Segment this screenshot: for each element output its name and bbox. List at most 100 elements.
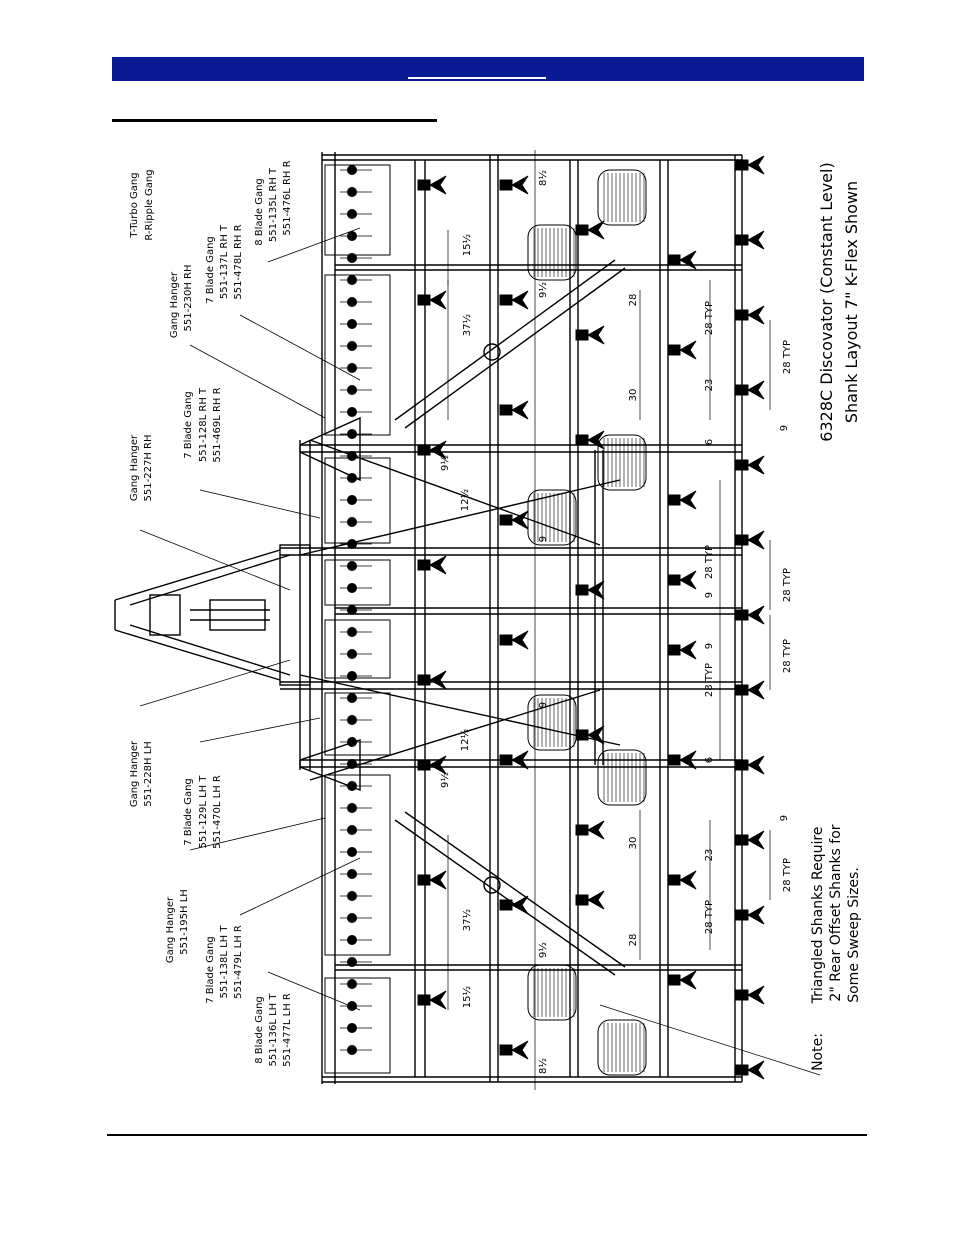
- svg-text:Gang Hanger: Gang Hanger: [165, 896, 176, 963]
- tires: [527, 169, 647, 1076]
- callout-rh-7blade-b: 7 Blade Gang 551-128L RH T 551-469L RH R: [183, 387, 223, 463]
- svg-text:551-136L LH T: 551-136L LH T: [268, 993, 279, 1067]
- svg-text:551-129L LH T: 551-129L LH T: [198, 775, 209, 849]
- shank-sweep: [735, 1060, 765, 1080]
- svg-text:551-138L LH T: 551-138L LH T: [219, 925, 230, 999]
- shank-sweep: [417, 290, 447, 310]
- svg-text:551-478L RH R: 551-478L RH R: [233, 224, 244, 299]
- title-line-2: Shank Layout 7" K-Flex Shown: [842, 181, 861, 423]
- dim-6-top: 6: [704, 439, 715, 445]
- dim-9half-mid-top: 9½: [439, 455, 451, 471]
- machine-frame: [114, 152, 743, 1084]
- callouts: T-Turbo Gang R-Ripple Gang 8 Blade Gang …: [129, 160, 293, 1066]
- dim-15half-bot: 15½: [461, 985, 473, 1008]
- tire-treads: [533, 173, 645, 1072]
- shank-sweep: [575, 220, 605, 240]
- shank-sweep: [575, 580, 605, 600]
- shank-sweep: [735, 230, 765, 250]
- shank-sweep: [499, 1040, 529, 1060]
- dim-30-bot: 30: [628, 837, 639, 850]
- svg-text:7 Blade Gang: 7 Blade Gang: [183, 778, 194, 846]
- shank-sweep: [499, 895, 529, 915]
- callout-lh-hanger-b: Gang Hanger 551-195H LH: [165, 889, 190, 963]
- dim-28typ-a: 28 TYP: [704, 301, 715, 335]
- svg-text:8 Blade Gang: 8 Blade Gang: [254, 178, 265, 246]
- shank-sweep: [735, 680, 765, 700]
- dim-28typ-g: 28 TYP: [782, 858, 793, 892]
- dim-12half-top: 12½: [459, 488, 471, 511]
- shank-sweep: [499, 290, 529, 310]
- svg-text:551-469L RH R: 551-469L RH R: [212, 387, 223, 462]
- dim-9half-bot: 9½: [537, 942, 549, 958]
- svg-text:551-477L LH R: 551-477L LH R: [282, 993, 293, 1067]
- callout-rh-hanger-b: Gang Hanger 551-227H RH: [129, 434, 154, 502]
- svg-text:551-470L LH R: 551-470L LH R: [212, 775, 223, 849]
- dim-28typ-f: 28 TYP: [704, 663, 715, 697]
- footer-rule: [107, 1134, 867, 1136]
- svg-text:551-227H RH: 551-227H RH: [143, 435, 154, 502]
- shank-sweep: [667, 490, 697, 510]
- dim-9half-top: 9½: [537, 282, 549, 298]
- shank-sweep: [667, 750, 697, 770]
- shank-sweep: [575, 820, 605, 840]
- shank-sweep: [417, 870, 447, 890]
- shank-sweep: [667, 870, 697, 890]
- svg-text:R-Ripple Gang: R-Ripple Gang: [144, 169, 155, 240]
- shank-sweep: [499, 175, 529, 195]
- dim-9-c2: 9: [704, 592, 715, 598]
- dim-23-top: 23: [704, 379, 715, 392]
- svg-text:551-137L RH T: 551-137L RH T: [219, 224, 230, 299]
- svg-text:551-195H LH: 551-195H LH: [179, 889, 190, 955]
- shank-sweep: [417, 440, 447, 460]
- shank-sweep: [417, 755, 447, 775]
- shank-sweep: [499, 630, 529, 650]
- drawing-title: 6328C Discovator (Constant Level) Shank …: [817, 162, 861, 441]
- shanks: [417, 155, 765, 1080]
- svg-text:7 Blade Gang: 7 Blade Gang: [205, 236, 216, 304]
- dim-12half-bot: 12½: [459, 728, 471, 751]
- leader-lines: [139, 227, 361, 1011]
- shank-sweep: [735, 155, 765, 175]
- callout-rh-7blade-a: 7 Blade Gang 551-137L RH T 551-478L RH R: [205, 224, 244, 304]
- dim-37half-top: 37½: [461, 313, 473, 336]
- dim-9-bot: 9: [779, 815, 790, 821]
- svg-text:Gang Hanger: Gang Hanger: [129, 434, 140, 501]
- svg-text:551-479L LH R: 551-479L LH R: [233, 925, 244, 999]
- dim-9-c4: 9: [538, 702, 549, 708]
- dim-9-c3: 9: [704, 643, 715, 649]
- dim-28typ-c: 28 TYP: [704, 545, 715, 579]
- callout-lh-8blade: 8 Blade Gang 551-136L LH T 551-477L LH R: [254, 993, 293, 1067]
- dim-23-bot: 23: [704, 849, 715, 862]
- title-line-1: 6328C Discovator (Constant Level): [817, 162, 836, 441]
- dimension-labels: 8½ 15½ 9½ 37½ 28 30 23 9½ 12½ 28 TYP 28 …: [439, 170, 793, 1074]
- shank-sweep: [735, 985, 765, 1005]
- note-line-2: 2" Rear Offset Shanks for: [828, 824, 844, 1001]
- shank-sweep: [499, 400, 529, 420]
- shank-sweep: [575, 890, 605, 910]
- dim-28typ-d: 28 TYP: [782, 568, 793, 602]
- dim-15half-top: 15½: [461, 233, 473, 256]
- svg-text:7 Blade Gang: 7 Blade Gang: [183, 391, 194, 459]
- dimension-lines: [447, 150, 821, 1090]
- svg-text:Gang Hanger: Gang Hanger: [129, 740, 140, 807]
- svg-text:Gang Hanger: Gang Hanger: [169, 271, 180, 338]
- shank-sweep: [417, 670, 447, 690]
- dim-28typ-h: 28 TYP: [704, 900, 715, 934]
- svg-text:T-Turbo Gang: T-Turbo Gang: [129, 172, 140, 238]
- shank-sweep: [575, 325, 605, 345]
- shank-sweep: [417, 175, 447, 195]
- shank-sweep: [735, 605, 765, 625]
- callout-lh-hanger-a: Gang Hanger 551-228H LH: [129, 740, 154, 807]
- shank-sweep: [735, 830, 765, 850]
- dim-37half-bot: 37½: [461, 908, 473, 931]
- dim-28-bot: 28: [628, 934, 639, 947]
- svg-text:551-230H RH: 551-230H RH: [183, 265, 194, 332]
- shank-sweep: [667, 640, 697, 660]
- note-label: Note:: [810, 1033, 826, 1071]
- shank-sweep: [667, 970, 697, 990]
- shank-sweep: [735, 905, 765, 925]
- callout-lh-7blade-b: 7 Blade Gang 551-138L LH T 551-479L LH R: [205, 925, 244, 1004]
- shank-sweep: [735, 755, 765, 775]
- svg-text:551-135L RH T: 551-135L RH T: [268, 167, 279, 242]
